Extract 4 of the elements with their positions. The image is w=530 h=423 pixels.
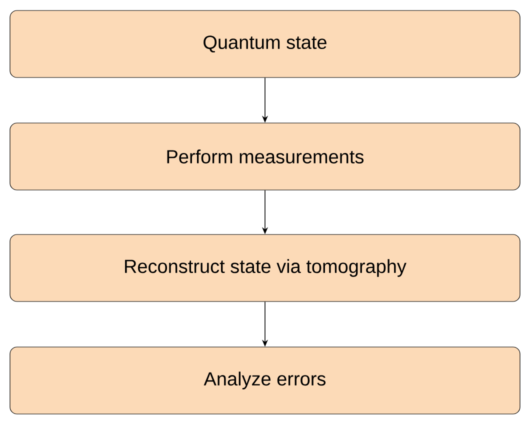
process-box: Reconstruct state via tomography bbox=[10, 234, 520, 302]
process-box: Analyze errors bbox=[10, 346, 520, 414]
process-box: Quantum state bbox=[10, 10, 520, 78]
process-box: Perform measurements bbox=[10, 122, 520, 190]
